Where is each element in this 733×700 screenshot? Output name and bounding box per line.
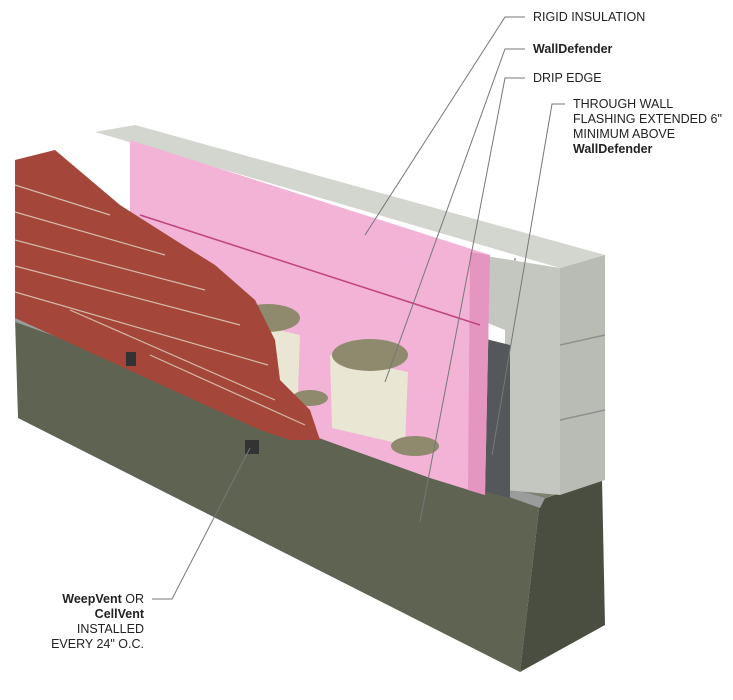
label-drip-edge: DRIP EDGE: [533, 71, 602, 85]
cmu-block-face: [480, 255, 560, 495]
weepvent-or: OR: [121, 592, 144, 606]
through-wall-line4: WallDefender: [573, 142, 653, 156]
weep-vent: [245, 440, 259, 454]
through-wall-line3: MINIMUM ABOVE: [573, 127, 676, 141]
cmu-block-side: [560, 255, 605, 495]
brick-veneer: [15, 150, 320, 440]
label-weepvent: WeepVent OR CellVent INSTALLED EVERY 24"…: [0, 592, 144, 652]
concrete-footing-side: [520, 478, 605, 672]
label-through-wall-flashing: THROUGH WALL FLASHING EXTENDED 6" MINIMU…: [573, 97, 722, 157]
leader-through-wall: [491, 103, 565, 456]
leader-lines: [152, 16, 565, 600]
concrete-footing-front: [15, 318, 540, 672]
rigid-insulation-edge: [468, 252, 490, 495]
leader-walldefender: [384, 48, 525, 383]
through-wall-line2: FLASHING EXTENDED 6": [573, 112, 722, 126]
brick-mortar-joints: [14, 184, 306, 426]
leader-weepvent: [152, 447, 251, 600]
label-walldefender: WallDefender: [533, 42, 613, 56]
label-rigid-insulation: RIGID INSULATION: [533, 10, 646, 24]
cellvent-product: CellVent: [94, 607, 144, 621]
through-wall-line1: THROUGH WALL: [573, 97, 674, 111]
cmu-block-top: [95, 125, 605, 268]
insulation-joint: [139, 214, 481, 326]
weepvent-product: WeepVent: [62, 592, 122, 606]
weepvent-line4: EVERY 24" O.C.: [51, 637, 144, 651]
weep-vent: [126, 352, 136, 366]
leader-rigid-insulation: [364, 16, 525, 236]
leader-drip-edge: [419, 77, 525, 523]
walldefender-mesh-2: [330, 355, 408, 445]
weepvent-line3: INSTALLED: [76, 622, 144, 636]
